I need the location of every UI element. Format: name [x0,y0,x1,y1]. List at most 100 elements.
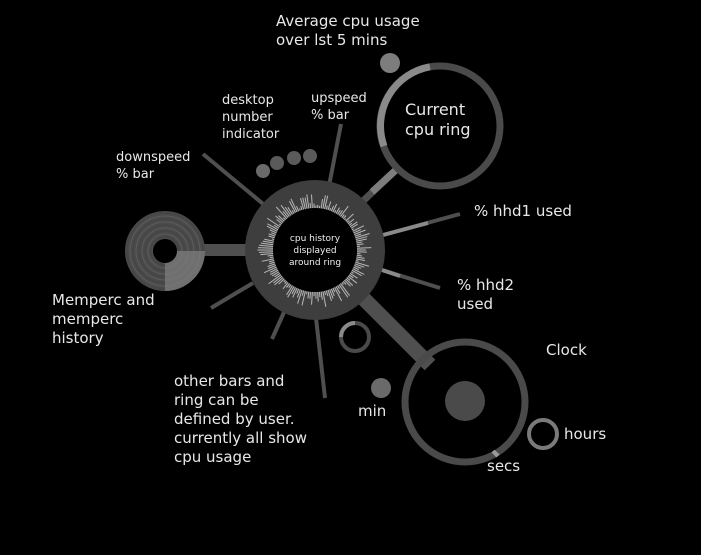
history-spike [355,259,359,262]
history-spike [353,266,360,270]
memperc-label-line: Memperc and [52,291,155,309]
desktop-indicator-label: desktop number indicator [222,92,279,143]
history-spike [329,207,332,211]
hhd2-label: % hhd2 used [457,276,514,314]
user-bar-2 [270,309,287,340]
other-bars-label-line: ring can be [174,391,259,409]
history-spike [347,218,355,225]
history-spike [349,272,358,279]
history-spike [269,256,274,259]
history-spike [322,195,326,209]
history-spike [278,278,285,285]
user-bar-1 [209,281,255,310]
hhd2-bar-fill [381,268,401,278]
desktop-indicator-label-line: number [222,110,273,125]
history-spike [342,215,347,220]
memperc-label-line: history [52,329,104,347]
history-spike [334,286,343,302]
history-spike [354,233,362,237]
history-spike [311,194,313,209]
history-spike [264,238,275,242]
downspeed-label-line: downspeed [116,150,191,165]
history-spike [355,236,368,241]
history-spike [330,205,335,212]
history-spike [354,263,365,268]
hours-label: hours [564,425,606,444]
other-bars-label-line: defined by user. [174,410,295,428]
history-spike [341,214,345,218]
history-spike [271,238,275,241]
history-spike [356,243,364,246]
cpu-ring-connector-fill [369,165,401,195]
hub-center-label: cpu history displayed around ring [275,233,355,269]
downspeed-label-line: % bar [116,167,155,182]
history-spike [271,232,277,236]
history-spike [306,194,310,209]
hub-center-label-line: around ring [288,258,342,268]
history-spike [324,195,329,210]
history-spike [332,287,336,293]
history-spike [320,198,324,209]
history-spike [348,222,353,226]
upspeed-label-line: upspeed [311,91,367,106]
min-label-line: min [358,402,387,420]
history-spike [273,224,280,229]
history-spike [345,213,354,222]
history-spike [282,282,289,290]
desktop-dot-1 [256,164,270,178]
history-spike [309,202,312,209]
history-spike [259,244,274,247]
history-spike [351,228,354,231]
history-spike [296,289,301,298]
other-bars-label-line: other bars and [174,372,285,390]
history-spike [286,283,291,288]
history-spike [258,247,274,249]
history-spike [288,284,292,288]
hub-center-label-line: displayed [293,246,337,256]
history-spike [330,288,335,297]
history-spike [356,241,363,244]
history-spike [283,279,286,283]
history-spike [355,261,370,267]
desktop-number-dots [256,149,317,178]
history-spike [332,203,338,213]
history-spike [299,208,301,211]
history-spike [269,261,275,265]
current-cpu-label: Current cpu ring [405,100,471,140]
memperc-fill-quadrant [165,251,205,291]
history-spike [351,269,362,277]
history-spike [259,251,274,253]
cpu-ring-fill [377,63,431,148]
history-spike [348,274,354,279]
clock-hours-ring [527,418,559,450]
hhd2-label-line: used [457,295,494,313]
history-spike [327,201,332,211]
history-spike [274,272,281,278]
history-spike [280,204,291,217]
upspeed-label: upspeed % bar [311,90,367,124]
other-bars-label-line: cpu usage [174,448,252,466]
history-spike [338,210,343,216]
memperc-label-line: memperc [52,310,124,328]
history-spike [268,264,277,269]
history-spike [339,205,349,217]
history-spike [284,206,292,216]
history-spike [356,247,372,249]
clock-label: Clock [546,341,587,360]
desktop-indicator-label-line: desktop [222,93,274,108]
history-spike [260,253,274,256]
downspeed-label: downspeed % bar [116,149,190,183]
history-spike [355,238,367,242]
history-spike [352,268,365,275]
history-spike [275,215,284,223]
history-spike [337,209,341,215]
history-spike [342,280,347,285]
history-spike [292,287,298,298]
hhd1-label: % hhd1 used [474,202,572,221]
hub-center-disc [273,208,357,292]
history-spike [304,197,308,209]
history-spike [269,268,278,273]
history-spike [350,271,354,274]
history-spike [282,210,289,218]
history-spike [355,258,366,262]
